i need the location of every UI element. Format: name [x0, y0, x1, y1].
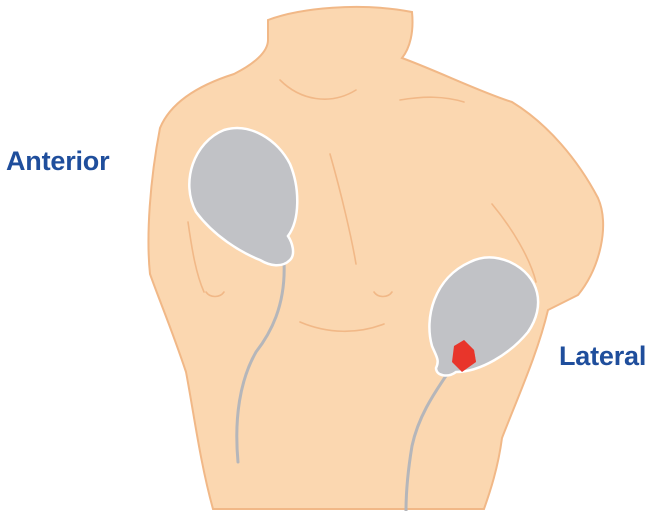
anterior-label: Anterior: [6, 148, 109, 175]
torso-body: [148, 7, 603, 509]
lateral-label: Lateral: [559, 343, 646, 370]
